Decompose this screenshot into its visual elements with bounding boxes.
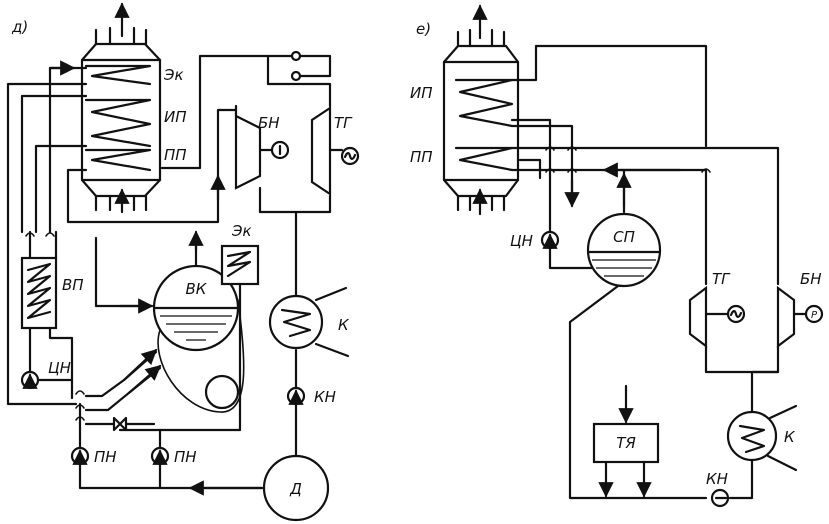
label-economizer-d: Эк: [163, 66, 184, 84]
turbogenerator-e: ТГ: [688, 270, 780, 374]
label-superheater-d: ПП: [164, 146, 187, 164]
label-feed-turbine-d: БН: [258, 114, 280, 132]
label-air-heater-d: ВП: [62, 276, 84, 294]
label-feed-tank-e: ТЯ: [616, 434, 636, 452]
left-pipes-d: [6, 60, 238, 406]
diagram-e: е) ИП ПП: [410, 4, 824, 508]
label-circulation-pump-e: ЦН: [510, 232, 533, 250]
label-economizer-external-d: Эк: [231, 222, 252, 240]
label-evaporator-e: ИП: [410, 84, 433, 102]
condenser-d: К: [268, 210, 350, 358]
circulation-pump-d: ЦН: [20, 359, 74, 390]
valve-d: [84, 416, 162, 450]
evaporator-coil-d: [84, 98, 152, 148]
label-condensate-pump-d: КН: [314, 388, 336, 406]
boiler-d: [80, 2, 162, 214]
condensate-pump-e: КН: [706, 470, 730, 508]
pipes-e: [510, 44, 780, 286]
label-feed-pump-1-d: ПН: [94, 448, 117, 466]
label-condensate-pump-e: КН: [706, 470, 728, 488]
condenser-e: К: [726, 404, 798, 500]
label-superheater-e: ПП: [410, 148, 433, 166]
condensate-pump-d: КН: [286, 348, 336, 458]
label-feed-pump-2-d: ПН: [174, 448, 197, 466]
label-evaporator-d: ИП: [164, 108, 187, 126]
air-heater-d: ВП: [20, 256, 84, 400]
feed-tank-e: ТЯ: [592, 384, 660, 498]
drum-d: ВК: [152, 230, 245, 413]
superheater-coil-d: [84, 148, 152, 172]
panel-letter-e: е): [416, 20, 431, 38]
separator-e: СП: [568, 212, 708, 500]
deaerator-d: Д: [262, 454, 330, 522]
junctions-d: [25, 232, 85, 421]
label-condenser-e: К: [784, 428, 796, 446]
feed-pump-2-d: ПН: [150, 446, 197, 490]
label-deaerator-d: Д: [289, 480, 302, 498]
superheater-coil-e: [454, 146, 514, 172]
label-feed-turbine-e: БН: [800, 270, 822, 288]
diagram-d: д) Эк ИП ПП: [6, 2, 360, 522]
label-circulation-pump-d: ЦН: [48, 359, 71, 377]
label-turbogenerator-e: ТГ: [712, 270, 731, 288]
label-feed-turbine-e-glyph: P: [811, 310, 818, 321]
label-condenser-d: К: [338, 316, 350, 334]
evaporator-coil-e: [454, 78, 514, 128]
circulation-pump-e: ЦН: [510, 230, 560, 250]
label-turbogenerator-d: ТГ: [334, 114, 353, 132]
feed-pump-1-d: ПН: [70, 402, 264, 496]
label-drum-d: ВК: [186, 280, 208, 298]
feed-turbine-e: P БН: [750, 270, 824, 414]
steam-header-d: [160, 50, 332, 170]
turbogenerator-d: ТГ: [310, 105, 360, 197]
label-separator-e: СП: [613, 228, 635, 246]
feed-turbine-d: БН: [234, 104, 332, 214]
boiler-e: [442, 4, 520, 216]
panel-letter-d: д): [11, 18, 28, 36]
economizer-coil-d: [84, 64, 152, 86]
